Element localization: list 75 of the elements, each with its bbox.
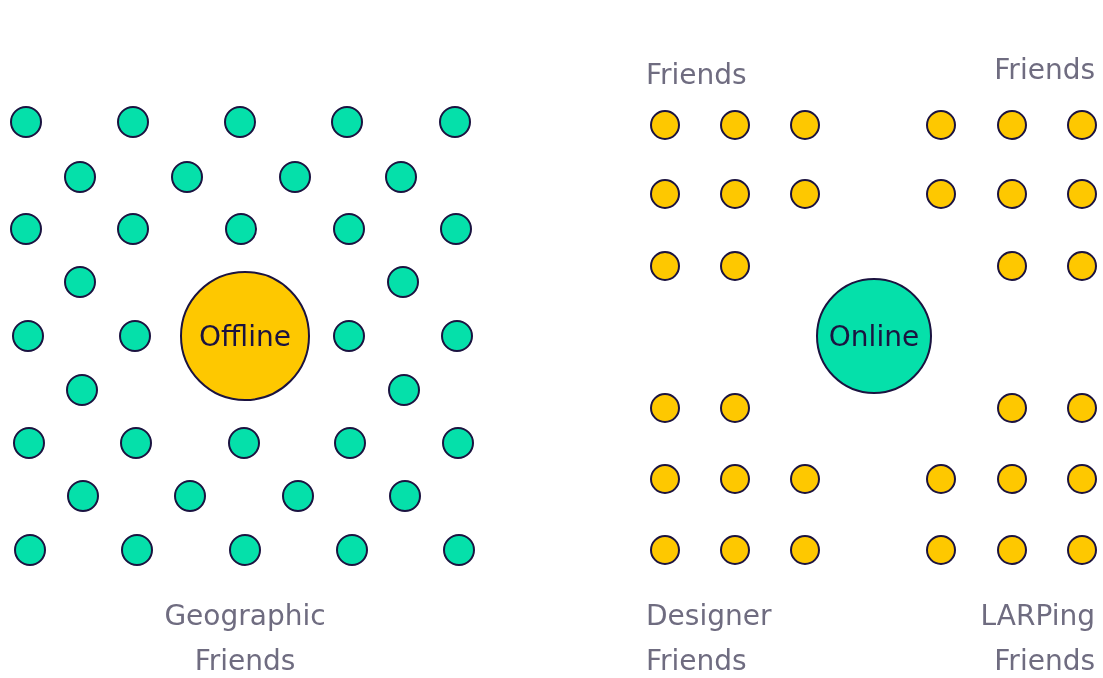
dot <box>790 535 820 565</box>
dot <box>117 213 149 245</box>
dot <box>720 393 750 423</box>
dot <box>650 251 680 281</box>
group-label: LARPing Friends <box>979 598 1095 678</box>
dot <box>790 110 820 140</box>
dot <box>225 213 257 245</box>
dot <box>229 534 261 566</box>
dot <box>790 179 820 209</box>
dot <box>333 320 365 352</box>
dot <box>790 464 820 494</box>
dot <box>650 535 680 565</box>
dot <box>1067 393 1097 423</box>
dot <box>64 266 96 298</box>
dot <box>1067 535 1097 565</box>
dot <box>440 213 472 245</box>
category-circle: Offline <box>180 271 310 401</box>
category-circle: Online <box>816 278 932 394</box>
dot <box>10 213 42 245</box>
dot <box>997 464 1027 494</box>
dot <box>14 534 46 566</box>
dot <box>926 110 956 140</box>
dot <box>224 106 256 138</box>
dot <box>926 535 956 565</box>
dot <box>387 266 419 298</box>
dot <box>1067 251 1097 281</box>
group-label: Friends <box>993 52 1095 88</box>
dot <box>926 464 956 494</box>
dot <box>228 427 260 459</box>
dot <box>997 535 1027 565</box>
dot <box>720 251 750 281</box>
dot <box>117 106 149 138</box>
dot <box>331 106 363 138</box>
dot <box>997 179 1027 209</box>
dot <box>389 480 421 512</box>
dot <box>333 213 365 245</box>
dot <box>997 251 1027 281</box>
dot <box>720 464 750 494</box>
dot <box>443 534 475 566</box>
dot <box>119 320 151 352</box>
dot <box>650 179 680 209</box>
dot <box>13 427 45 459</box>
dot <box>171 161 203 193</box>
dot <box>720 179 750 209</box>
group-label: Designer Friends <box>646 598 773 678</box>
dot <box>10 106 42 138</box>
dot <box>1067 179 1097 209</box>
dot <box>720 535 750 565</box>
dot <box>120 427 152 459</box>
dot <box>334 427 366 459</box>
dot <box>279 161 311 193</box>
dot <box>650 110 680 140</box>
dot <box>282 480 314 512</box>
dot <box>442 427 474 459</box>
dot <box>174 480 206 512</box>
dot <box>441 320 473 352</box>
dot <box>650 464 680 494</box>
dot <box>1067 110 1097 140</box>
dot <box>997 393 1027 423</box>
group-label: Friends <box>646 57 748 93</box>
dot <box>439 106 471 138</box>
dot <box>121 534 153 566</box>
dot <box>388 374 420 406</box>
dot <box>650 393 680 423</box>
dot <box>720 110 750 140</box>
dot <box>66 374 98 406</box>
dot <box>385 161 417 193</box>
dot <box>1067 464 1097 494</box>
dot <box>12 320 44 352</box>
dot <box>64 161 96 193</box>
group-label: Geographic Friends <box>163 598 327 678</box>
dot <box>67 480 99 512</box>
dot <box>336 534 368 566</box>
dot <box>926 179 956 209</box>
dot <box>997 110 1027 140</box>
